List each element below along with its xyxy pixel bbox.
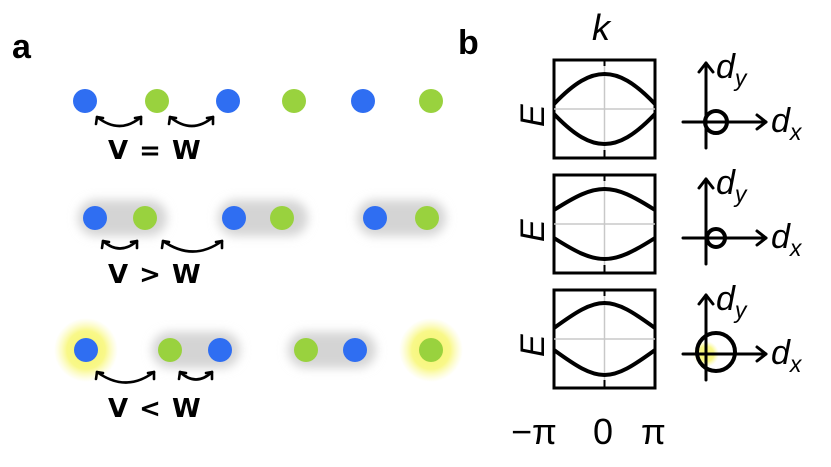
band-plot-3 <box>552 288 657 390</box>
energy-axis-label-3: E <box>514 334 552 357</box>
dy-label-3: dy <box>716 280 747 324</box>
hopping-label-row3: V < W <box>108 394 202 424</box>
site-a <box>351 89 375 113</box>
dx-label-1: dx <box>771 102 802 146</box>
winding-plot-2 <box>681 177 768 266</box>
band-plot-2 <box>552 173 657 275</box>
site-a <box>216 89 240 113</box>
site-a <box>208 338 232 362</box>
lower-band <box>552 112 657 147</box>
energy-axis-label-2: E <box>514 219 552 242</box>
upper-band <box>552 71 657 106</box>
site-b <box>294 338 318 362</box>
hop-arrow-v <box>95 115 143 128</box>
site-b <box>145 89 169 113</box>
hop-arrow-w <box>95 370 156 384</box>
panel-label-b: b <box>458 24 479 62</box>
site-a <box>222 206 246 230</box>
lower-band <box>552 236 657 262</box>
site-b <box>270 206 294 230</box>
winding-circle <box>705 227 727 249</box>
dy-label-2: dy <box>716 164 747 208</box>
k-axis-label: k <box>592 7 610 48</box>
k-tick-minus-pi: −π <box>511 411 557 452</box>
site-a <box>73 89 97 113</box>
winding-plot-1 <box>681 61 768 150</box>
hop-arrow-w <box>161 239 224 253</box>
dx-label-2: dx <box>771 218 802 262</box>
hop-arrow-v <box>101 239 139 250</box>
chain-row-1 <box>73 89 443 128</box>
site-a <box>343 338 367 362</box>
panel-label-a: a <box>12 28 31 66</box>
site-b <box>158 338 182 362</box>
winding-plot-3 <box>681 293 768 382</box>
site-b <box>419 89 443 113</box>
k-tick-zero: 0 <box>593 411 614 452</box>
dx-label-3: dx <box>771 334 802 378</box>
hopping-label-row2: V > W <box>108 260 202 290</box>
site-a <box>363 206 387 230</box>
dy-label-1: dy <box>716 48 747 92</box>
upper-band <box>552 186 657 212</box>
chain-row-2 <box>78 200 446 253</box>
site-a <box>74 338 98 362</box>
winding-circle <box>695 331 737 373</box>
band-plot-1 <box>552 58 657 160</box>
site-b <box>415 206 439 230</box>
site-b <box>282 89 306 113</box>
upper-band <box>552 300 657 330</box>
k-tick-pi: π <box>641 411 666 452</box>
chain-row-3 <box>54 318 463 384</box>
hopping-label-row1: V = W <box>108 136 202 166</box>
lower-band <box>552 348 657 378</box>
hop-arrow-v <box>178 370 214 381</box>
energy-axis-label-1: E <box>514 104 552 127</box>
hop-arrow-w <box>168 115 215 128</box>
site-b <box>133 206 157 230</box>
site-b <box>419 338 443 362</box>
winding-circle <box>703 109 729 135</box>
site-a <box>83 206 107 230</box>
